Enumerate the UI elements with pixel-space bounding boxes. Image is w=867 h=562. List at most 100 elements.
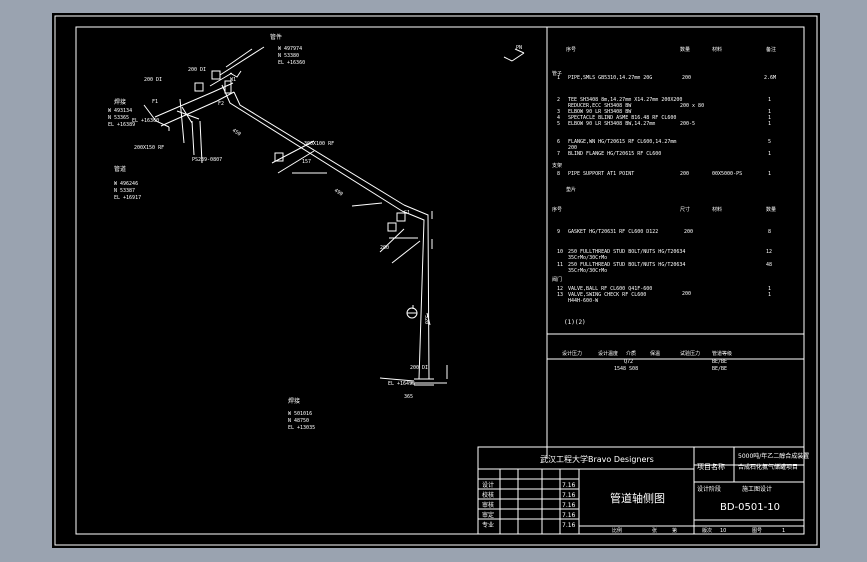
annotation-text: ELBOW 90 LR SH3408 BW,14.27mm [568,121,655,127]
dim-label: EL +16495 [388,381,415,387]
annotation-text: 张 [652,527,657,534]
org-name: 武汉工程大学Bravo Designers [540,454,654,464]
annotation-text: 管子 [552,70,562,77]
project-label: 项目名称 [697,462,725,471]
drawing-annotations: PN 管件 W 497974 N 53380 EL +16360 焊接 W 49… [108,33,522,431]
project-name-2: 合成石化氨气储罐项目 [738,463,798,471]
annotation-text: 200 [568,145,577,151]
annotation-text: GASKET HG/T20631 RF CL600 D122 [568,229,658,235]
tag2-l1: W 493134 [108,108,132,114]
annotation-text: 审定 [482,511,494,519]
tag3: 管道 [114,165,126,173]
annotation-text: PIPE SUPPORT AT1 POINT [568,171,634,177]
tag3-l1: W 496246 [114,181,138,187]
bom-row: 8 [557,171,560,177]
drawing-title: 管道轴侧图 [610,491,665,505]
annotation-text: 试验压力 [680,350,700,357]
annotation-text: 7.16 [562,482,576,489]
annotation-text: 7.16 [562,512,576,519]
annotation-text: 介质 [626,350,636,357]
annotation-text: 200 [680,171,689,177]
annotation-text: 1 [768,109,771,115]
annotation-text: 垫片 [566,186,576,193]
dim-label: G1 [404,210,410,216]
annotation-text: 材料 [712,206,722,213]
annotation-text: 校核 [482,491,494,499]
annotation-text: 5 [768,139,771,145]
annotation-text: VALVE,BALL RF CL600 Q41F-600 [568,286,652,292]
dim-label: 157 [302,159,311,165]
cad-viewport[interactable]: PN 管件 W 497974 N 53380 EL +16360 焊接 W 49… [52,13,820,548]
annotation-text: H44H-600-W [568,298,599,304]
piping-isometric [143,46,525,386]
annotation-text: SPECTACLE BLIND ASME B16.48 RF CL600 [568,115,676,121]
annotation-text: 阀门 [552,276,562,283]
annotation-text: 保温 [650,350,660,357]
drawing-sheet: PN 管件 W 497974 N 53380 EL +16360 焊接 W 49… [54,15,818,546]
annotation-text: 48 [766,262,772,268]
annotation-text: 1 [768,171,771,177]
sheet-inner-border [75,26,805,535]
tag1: 管件 [270,33,282,41]
annotation-text: 1 [768,292,771,298]
bom-row: 1 [557,75,560,81]
annotation-text: 1548 S08 [614,366,638,372]
annotation-text: TEE SH3408 8m,14.27mm X14.27mm 200X200 [568,97,682,103]
annotation-text: 尺寸 [680,206,690,213]
annotation-text: BE/BE [712,366,727,372]
annotation-text: 7.16 [562,502,576,509]
annotation-text: 35CrMo/30CrMo [568,255,607,261]
annotation-text: 1 [768,151,771,157]
annotation-text: 1 [768,97,771,103]
tag4: 焊接 [288,397,300,405]
annotation-text: 序号 [566,46,576,53]
bom-row: 6 [557,139,560,145]
tag1-l3: EL +16360 [278,60,305,66]
bom-table [546,27,804,459]
dim-label: EL +16360 [132,118,159,124]
annotation-text: 00X5000-PS [712,171,742,177]
annotation-text: 1 [782,528,785,534]
tag1-l2: N 53380 [278,53,299,59]
annotation-text: 250 FULLTHREAD STUD BOLT/NUTS HG/T20634 [568,262,685,268]
bom-row: 7 [557,151,560,157]
dim-label: 300X100 RF [304,141,334,147]
tag3-l2: N 53387 [114,188,135,194]
bom-row: 3 [557,109,560,115]
annotation-text: 序号 [552,206,562,213]
annotation-text: ELBOW 90 LR SH3408 BW [568,109,632,115]
tag2-l3: EL +16389 [108,122,135,128]
annotation-text: FLANGE,WN HG/T20615 RF CL600,14.27mm [568,139,676,145]
annotation-text: 200-5 [680,121,695,127]
tag2: 焊接 [114,98,126,106]
bom-row: 2 [557,97,560,103]
annotation-text: 200 [682,75,691,81]
tag3-l3: EL +16917 [114,195,141,201]
annotation-text: 12 [766,249,772,255]
annotation-text: 2.6M [764,75,776,81]
dim-label: 200 DI [188,67,206,73]
dim-label: W1 [230,77,236,83]
tag4-l3: EL +13035 [288,425,315,431]
bom-text: 序号 数量 材料 备注 管子 1 PIPE,SMLS GB5310,14.27m… [552,46,776,372]
tag4-l1: W 501016 [288,411,312,417]
annotation-text: 备注 [766,46,776,53]
dim-label: 200 [380,245,389,251]
annotation-text: 8 [768,229,771,235]
stage-value: 施工图设计 [742,485,772,493]
annotation-text: 7.16 [562,522,576,529]
annotation-text: 设计 [482,481,494,489]
annotation-text: 管道等级 [712,350,732,357]
north-arrow: PN [516,45,522,51]
annotation-text: 1 [768,121,771,127]
annotation-text: 200 x 80 [680,103,704,109]
bom-row: 5 [557,121,560,127]
dim-label: 365 [404,394,413,400]
annotation-text: 审核 [482,501,494,509]
tag1-l1: W 497974 [278,46,302,52]
annotation-text: VALVE,SWING CHECK RF CL600 [568,292,646,298]
annotation-text: 专业 [482,521,494,529]
dim-label: 200 DI [410,365,428,371]
annotation-text: 第 [672,527,677,534]
annotation-text: 数量 [680,46,690,53]
